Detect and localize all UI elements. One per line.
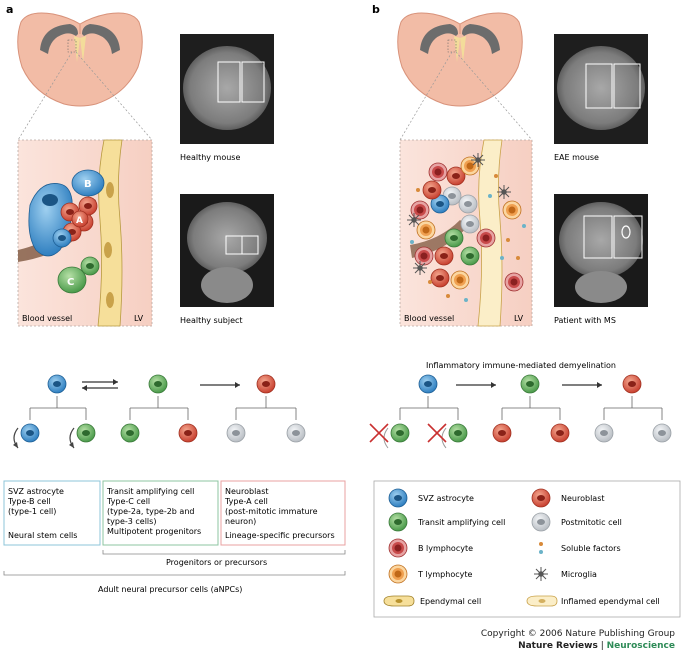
eae-mouse-mri — [554, 34, 648, 144]
legend-item-b-lymphocyte: B lymphocyte — [388, 538, 473, 558]
healthy-mouse-caption: Healthy mouse — [180, 153, 240, 162]
zoom-guide-right — [75, 51, 153, 141]
bracket-progenitors: Progenitors or precursors — [102, 550, 346, 567]
info-box-2-line-4: type-3 cells) — [107, 517, 156, 526]
bracket-outer-label: Adult neural precursor cells (aNPCs) — [98, 585, 242, 594]
panel-a-letter: a — [6, 3, 13, 16]
type-c-cell — [57, 266, 87, 294]
info-box-1-line-1: SVZ astrocyte — [8, 487, 64, 496]
legend-label: Transit amplifying cell — [417, 518, 505, 527]
lv-label: LV — [134, 314, 144, 323]
info-box-3-line-5: Lineage-specific precursors — [225, 531, 335, 540]
legend-label: Neuroblast — [561, 494, 605, 503]
zoom-guide-right-b — [455, 51, 533, 141]
legend: SVZ astrocyte Neuroblast Transit amplify… — [373, 480, 681, 618]
journal-separator: | — [597, 641, 607, 651]
journal-section: Neuroscience — [606, 641, 675, 651]
ms-patient-mri — [554, 194, 648, 307]
info-box-3-line-1: Neuroblast — [225, 487, 269, 496]
info-box-3-line-3: (post-mitotic immature — [225, 507, 318, 516]
info-box-3-line-2: Type-A cell — [224, 497, 268, 506]
label-c: C — [67, 277, 74, 288]
label-a: A — [76, 216, 83, 226]
legend-label: Inflamed ependymal cell — [561, 597, 660, 606]
legend-label: B lymphocyte — [418, 544, 473, 553]
legend-label: Ependymal cell — [420, 597, 481, 606]
legend-label: Microglia — [561, 570, 597, 579]
label-b: B — [84, 179, 92, 190]
legend-item-svz-astrocyte: SVZ astrocyte — [388, 488, 474, 508]
soluble-factors-icon — [539, 542, 543, 554]
legend-item-t-lymphocyte: T lymphocyte — [388, 564, 472, 584]
legend-item-postmitotic: Postmitotic cell — [531, 512, 622, 532]
legend-label: Soluble factors — [561, 544, 621, 553]
info-box-2-line-1: Transit amplifying cell — [106, 487, 194, 496]
legend-item-microglia: Microglia — [533, 566, 597, 582]
lv-label-b: LV — [514, 314, 524, 323]
panel-b-letter: b — [372, 3, 380, 16]
info-box-1-line-3: (type-1 cell) — [8, 507, 56, 516]
legend-label: Postmitotic cell — [561, 518, 622, 527]
lineage-right — [369, 374, 672, 449]
ms-patient-caption: Patient with MS — [554, 316, 616, 325]
info-box-neuroblast: Neuroblast Type-A cell (post-mitotic imm… — [220, 480, 346, 546]
legend-label: T lymphocyte — [417, 570, 472, 579]
neuroblast-icon — [531, 488, 551, 508]
panel-b-brain-illustration — [397, 12, 523, 107]
bracket-anpcs: Adult neural precursor cells (aNPCs) — [3, 571, 346, 594]
healthy-mouse-mri — [180, 34, 274, 144]
panel-a-svz-zoom: B A C Blood vessel LV — [17, 139, 153, 327]
legend-item-transit: Transit amplifying cell — [388, 512, 505, 532]
eae-mouse-caption: EAE mouse — [554, 153, 599, 162]
blood-vessel-label-b: Blood vessel — [404, 314, 454, 323]
healthy-subject-mri — [180, 194, 274, 307]
zoom-guide-left — [17, 51, 73, 141]
legend-label: SVZ astrocyte — [418, 494, 474, 503]
legend-item-inflamed-ependymal: Inflamed ependymal cell — [526, 595, 660, 607]
type-b-cell — [71, 169, 105, 197]
journal-line: Nature Reviews | Neuroscience — [481, 640, 675, 652]
journal-name: Nature Reviews — [518, 641, 598, 651]
bracket-inner-label: Progenitors or precursors — [166, 558, 267, 567]
info-box-1-line-5: Neural stem cells — [8, 531, 77, 540]
t-lymphocyte-icon — [388, 564, 408, 584]
type-a-cell — [71, 210, 89, 228]
panel-b-svz-zoom: Blood vessel LV — [399, 139, 533, 327]
postmitotic-cell-icon — [531, 512, 551, 532]
info-box-transit: Transit amplifying cell Type-C cell (typ… — [102, 480, 219, 546]
ependymal-layer — [97, 139, 123, 327]
legend-item-neuroblast: Neuroblast — [531, 488, 605, 508]
blood-vessel-label: Blood vessel — [22, 314, 72, 323]
info-box-2-line-2: Type-C cell — [106, 497, 150, 506]
info-box-astrocyte: SVZ astrocyte Type-B cell (type-1 cell) … — [3, 480, 101, 546]
copyright-block: Copyright © 2006 Nature Publishing Group… — [481, 628, 675, 652]
legend-item-soluble-factors: Soluble factors — [539, 542, 621, 554]
microglia-icon — [533, 566, 549, 582]
panel-a-brain-illustration — [17, 12, 143, 107]
b-lymphocyte-icon — [388, 538, 408, 558]
legend-item-ependymal: Ependymal cell — [383, 595, 481, 607]
inflamed-ependymal-cell-icon — [526, 595, 558, 607]
ependymal-cell-icon — [383, 595, 415, 607]
info-box-2-line-3: (type-2a, type-2b and — [107, 507, 194, 516]
copyright-line: Copyright © 2006 Nature Publishing Group — [480, 629, 675, 639]
healthy-subject-caption: Healthy subject — [180, 316, 243, 325]
lineage-left — [13, 374, 306, 449]
svz-astrocyte-icon — [388, 488, 408, 508]
transit-amplifying-cell-icon — [388, 512, 408, 532]
inflammatory-title: Inflammatory immune-mediated demyelinati… — [426, 361, 616, 370]
info-box-2-line-5: Multipotent progenitors — [107, 527, 201, 536]
zoom-guide-left-b — [399, 51, 453, 141]
info-box-1-line-2: Type-B cell — [7, 497, 51, 506]
info-box-3-line-4: neuron) — [225, 517, 256, 526]
